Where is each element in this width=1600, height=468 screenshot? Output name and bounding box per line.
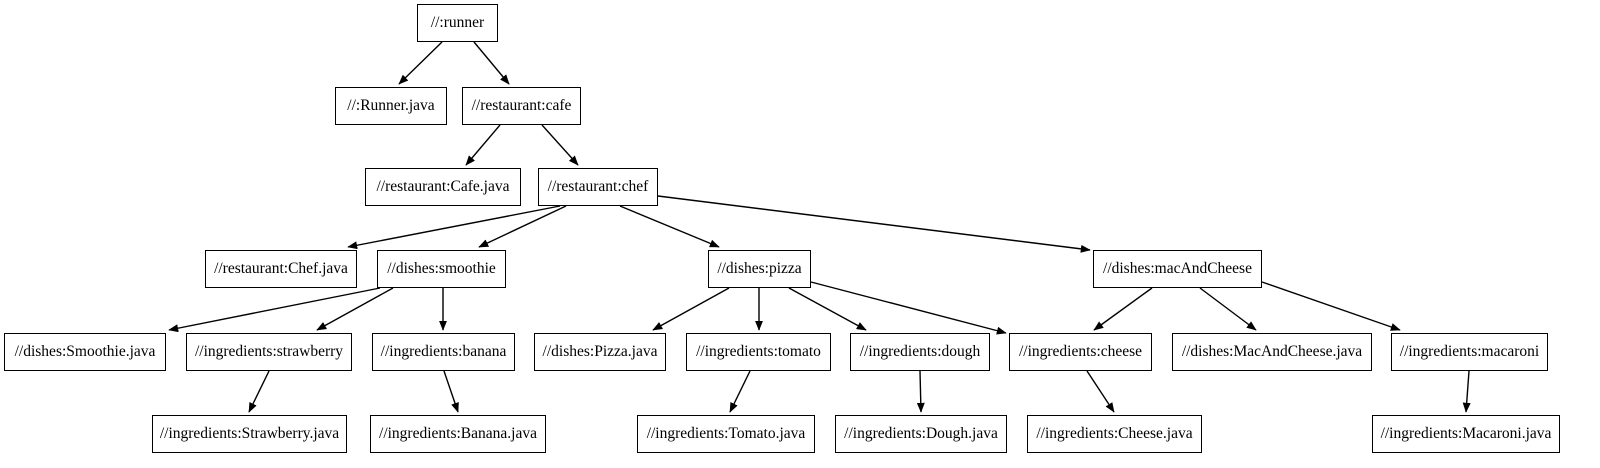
graph-node-label: //ingredients:dough: [859, 343, 981, 361]
graph-edge-ing_macaroni-to-ing_macaroni_java: [1462, 370, 1471, 413]
graph-edge-dishes_smoothie-to-dishes_smoothie_java: [168, 287, 381, 333]
graph-node-dishes_pizza[interactable]: //dishes:pizza: [708, 250, 811, 288]
graph-node-runner_java[interactable]: //:Runner.java: [335, 87, 447, 125]
graph-node-dishes_smoothie_java[interactable]: //dishes:Smoothie.java: [4, 333, 166, 371]
graph-node-dishes_smoothie[interactable]: //dishes:smoothie: [377, 250, 506, 288]
graph-node-restaurant_cafe[interactable]: //restaurant:cafe: [462, 87, 581, 125]
graph-edge-restaurant_chef-to-restaurant_chef_java: [347, 205, 561, 250]
graph-node-label: //:Runner.java: [347, 97, 435, 115]
graph-edge-restaurant_chef-to-dishes_smoothie: [478, 205, 567, 248]
graph-edge-restaurant_cafe-to-restaurant_chef: [541, 124, 579, 166]
graph-edge-runner-to-runner_java: [398, 41, 443, 85]
graph-edge-ing_dough-to-ing_dough_java: [916, 370, 925, 413]
graph-node-label: //ingredients:Strawberry.java: [159, 425, 340, 443]
graph-node-label: //restaurant:cafe: [471, 97, 572, 115]
graph-node-label: //ingredients:Macaroni.java: [1380, 425, 1552, 443]
graph-node-ing_cheese_java[interactable]: //ingredients:Cheese.java: [1027, 415, 1202, 453]
graph-edge-restaurant_chef-to-dishes_macandcheese: [657, 195, 1091, 253]
graph-node-label: //ingredients:macaroni: [1399, 343, 1540, 361]
graph-edge-runner-to-restaurant_cafe: [473, 41, 510, 85]
graph-node-ing_strawberry[interactable]: //ingredients:strawberry: [186, 333, 352, 371]
graph-edge-restaurant_chef-to-dishes_pizza: [619, 205, 720, 248]
graph-node-label: //ingredients:tomato: [696, 343, 821, 361]
graph-node-label: //ingredients:Cheese.java: [1036, 425, 1193, 443]
graph-node-restaurant_chef[interactable]: //restaurant:chef: [538, 168, 658, 206]
graph-node-label: //ingredients:Tomato.java: [646, 425, 806, 443]
graph-node-ing_dough_java[interactable]: //ingredients:Dough.java: [835, 415, 1007, 453]
graph-edge-dishes_pizza-to-dishes_pizza_java: [652, 287, 730, 331]
graph-node-ing_macaroni_java[interactable]: //ingredients:Macaroni.java: [1372, 415, 1560, 453]
graph-edge-dishes_macandcheese-to-ing_cheese: [1093, 287, 1153, 331]
graph-node-dishes_pizza_java[interactable]: //dishes:Pizza.java: [534, 333, 666, 371]
graph-node-label: //dishes:MacAndCheese.java: [1181, 343, 1363, 361]
graph-edge-dishes_pizza-to-ing_dough: [788, 287, 867, 331]
graph-node-runner[interactable]: //:runner: [417, 4, 498, 42]
graph-node-ing_macaroni[interactable]: //ingredients:macaroni: [1391, 333, 1548, 371]
graph-node-ing_cheese[interactable]: //ingredients:cheese: [1009, 333, 1152, 371]
graph-node-ing_tomato_java[interactable]: //ingredients:Tomato.java: [637, 415, 815, 453]
graph-node-label: //ingredients:Dough.java: [844, 425, 998, 443]
graph-node-ing_dough[interactable]: //ingredients:dough: [850, 333, 990, 371]
graph-node-label: //ingredients:strawberry: [194, 343, 344, 361]
graph-node-ing_banana[interactable]: //ingredients:banana: [372, 333, 515, 371]
graph-edge-restaurant_cafe-to-restaurant_cafe_java: [465, 124, 501, 166]
graph-edge-ing_banana-to-ing_banana_java: [443, 370, 459, 413]
graph-node-label: //dishes:pizza: [717, 260, 802, 278]
graph-node-ing_strawberry_java[interactable]: //ingredients:Strawberry.java: [152, 415, 347, 453]
graph-edge-ing_strawberry-to-ing_strawberry_java: [248, 370, 270, 413]
graph-node-ing_banana_java[interactable]: //ingredients:Banana.java: [370, 415, 546, 453]
graph-node-label: //dishes:Pizza.java: [542, 343, 658, 361]
graph-edge-dishes_pizza-to-ing_cheese: [810, 281, 1007, 335]
graph-node-label: //restaurant:Cafe.java: [376, 178, 510, 196]
graph-node-label: //:runner: [430, 14, 485, 32]
graph-node-label: //restaurant:chef: [547, 178, 649, 196]
graph-edge-dishes_smoothie-to-ing_strawberry: [316, 287, 394, 331]
graph-node-restaurant_cafe_java[interactable]: //restaurant:Cafe.java: [365, 168, 521, 206]
graph-node-label: //dishes:macAndCheese: [1103, 260, 1252, 278]
graph-node-dishes_macandcheese[interactable]: //dishes:macAndCheese: [1093, 250, 1262, 288]
graph-node-label: //ingredients:banana: [380, 343, 507, 361]
graph-node-restaurant_chef_java[interactable]: //restaurant:Chef.java: [205, 250, 357, 288]
graph-node-label: //dishes:Smoothie.java: [14, 343, 156, 361]
graph-edge-ing_cheese-to-ing_cheese_java: [1086, 370, 1115, 413]
graph-node-ing_tomato[interactable]: //ingredients:tomato: [686, 333, 831, 371]
graph-node-dishes_mac_java[interactable]: //dishes:MacAndCheese.java: [1172, 333, 1372, 371]
graph-node-label: //dishes:smoothie: [387, 260, 496, 278]
graph-node-label: //ingredients:cheese: [1018, 343, 1143, 361]
graph-node-label: //restaurant:Chef.java: [214, 260, 348, 278]
graph-edge-dishes_macandcheese-to-ing_macaroni: [1261, 281, 1401, 331]
graph-node-label: //ingredients:Banana.java: [379, 425, 537, 443]
graph-edge-dishes_macandcheese-to-dishes_mac_java: [1199, 287, 1257, 331]
graph-edge-ing_tomato-to-ing_tomato_java: [729, 370, 751, 413]
